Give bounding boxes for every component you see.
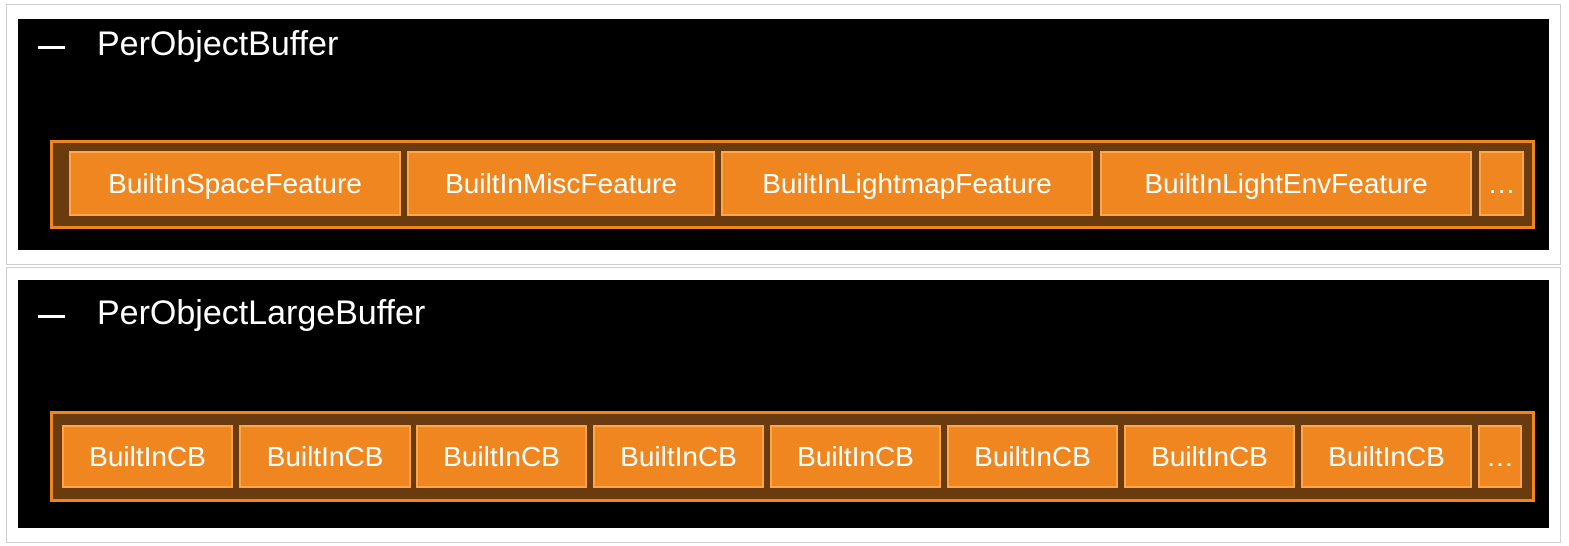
buffer-cell: BuiltInCB	[947, 425, 1118, 488]
panel-title: PerObjectLargeBuffer	[97, 294, 426, 332]
buffer-cell: BuiltInMiscFeature	[407, 151, 715, 216]
buffer-cell: BuiltInCB	[62, 425, 233, 488]
panel-title: PerObjectBuffer	[97, 25, 339, 63]
buffer-cell-ellipsis: …	[1478, 425, 1522, 488]
buffer-cell: BuiltInLightEnvFeature	[1100, 151, 1472, 216]
buffer-cell: BuiltInCB	[416, 425, 587, 488]
buffer-cell: BuiltInCB	[1124, 425, 1295, 488]
collapse-icon[interactable]	[38, 46, 65, 49]
buffer-cell: BuiltInCB	[239, 425, 411, 488]
buffer-bar: BuiltInSpaceFeature BuiltInMiscFeature B…	[50, 140, 1535, 229]
buffer-cell: BuiltInLightmapFeature	[721, 151, 1093, 216]
buffer-cell: BuiltInCB	[593, 425, 764, 488]
buffer-bar: BuiltInCB BuiltInCB BuiltInCB BuiltInCB …	[50, 411, 1535, 502]
panel-per-object-large-buffer: PerObjectLargeBuffer BuiltInCB BuiltInCB…	[6, 267, 1561, 543]
panel-background: PerObjectLargeBuffer BuiltInCB BuiltInCB…	[18, 280, 1549, 528]
panel-per-object-buffer: PerObjectBuffer BuiltInSpaceFeature Buil…	[6, 4, 1561, 265]
panel-background: PerObjectBuffer BuiltInSpaceFeature Buil…	[18, 19, 1549, 250]
buffer-cell-ellipsis: …	[1479, 151, 1524, 216]
buffer-cell: BuiltInSpaceFeature	[69, 151, 401, 216]
collapse-icon[interactable]	[38, 315, 65, 318]
buffer-cell: BuiltInCB	[770, 425, 941, 488]
buffer-cell: BuiltInCB	[1301, 425, 1472, 488]
